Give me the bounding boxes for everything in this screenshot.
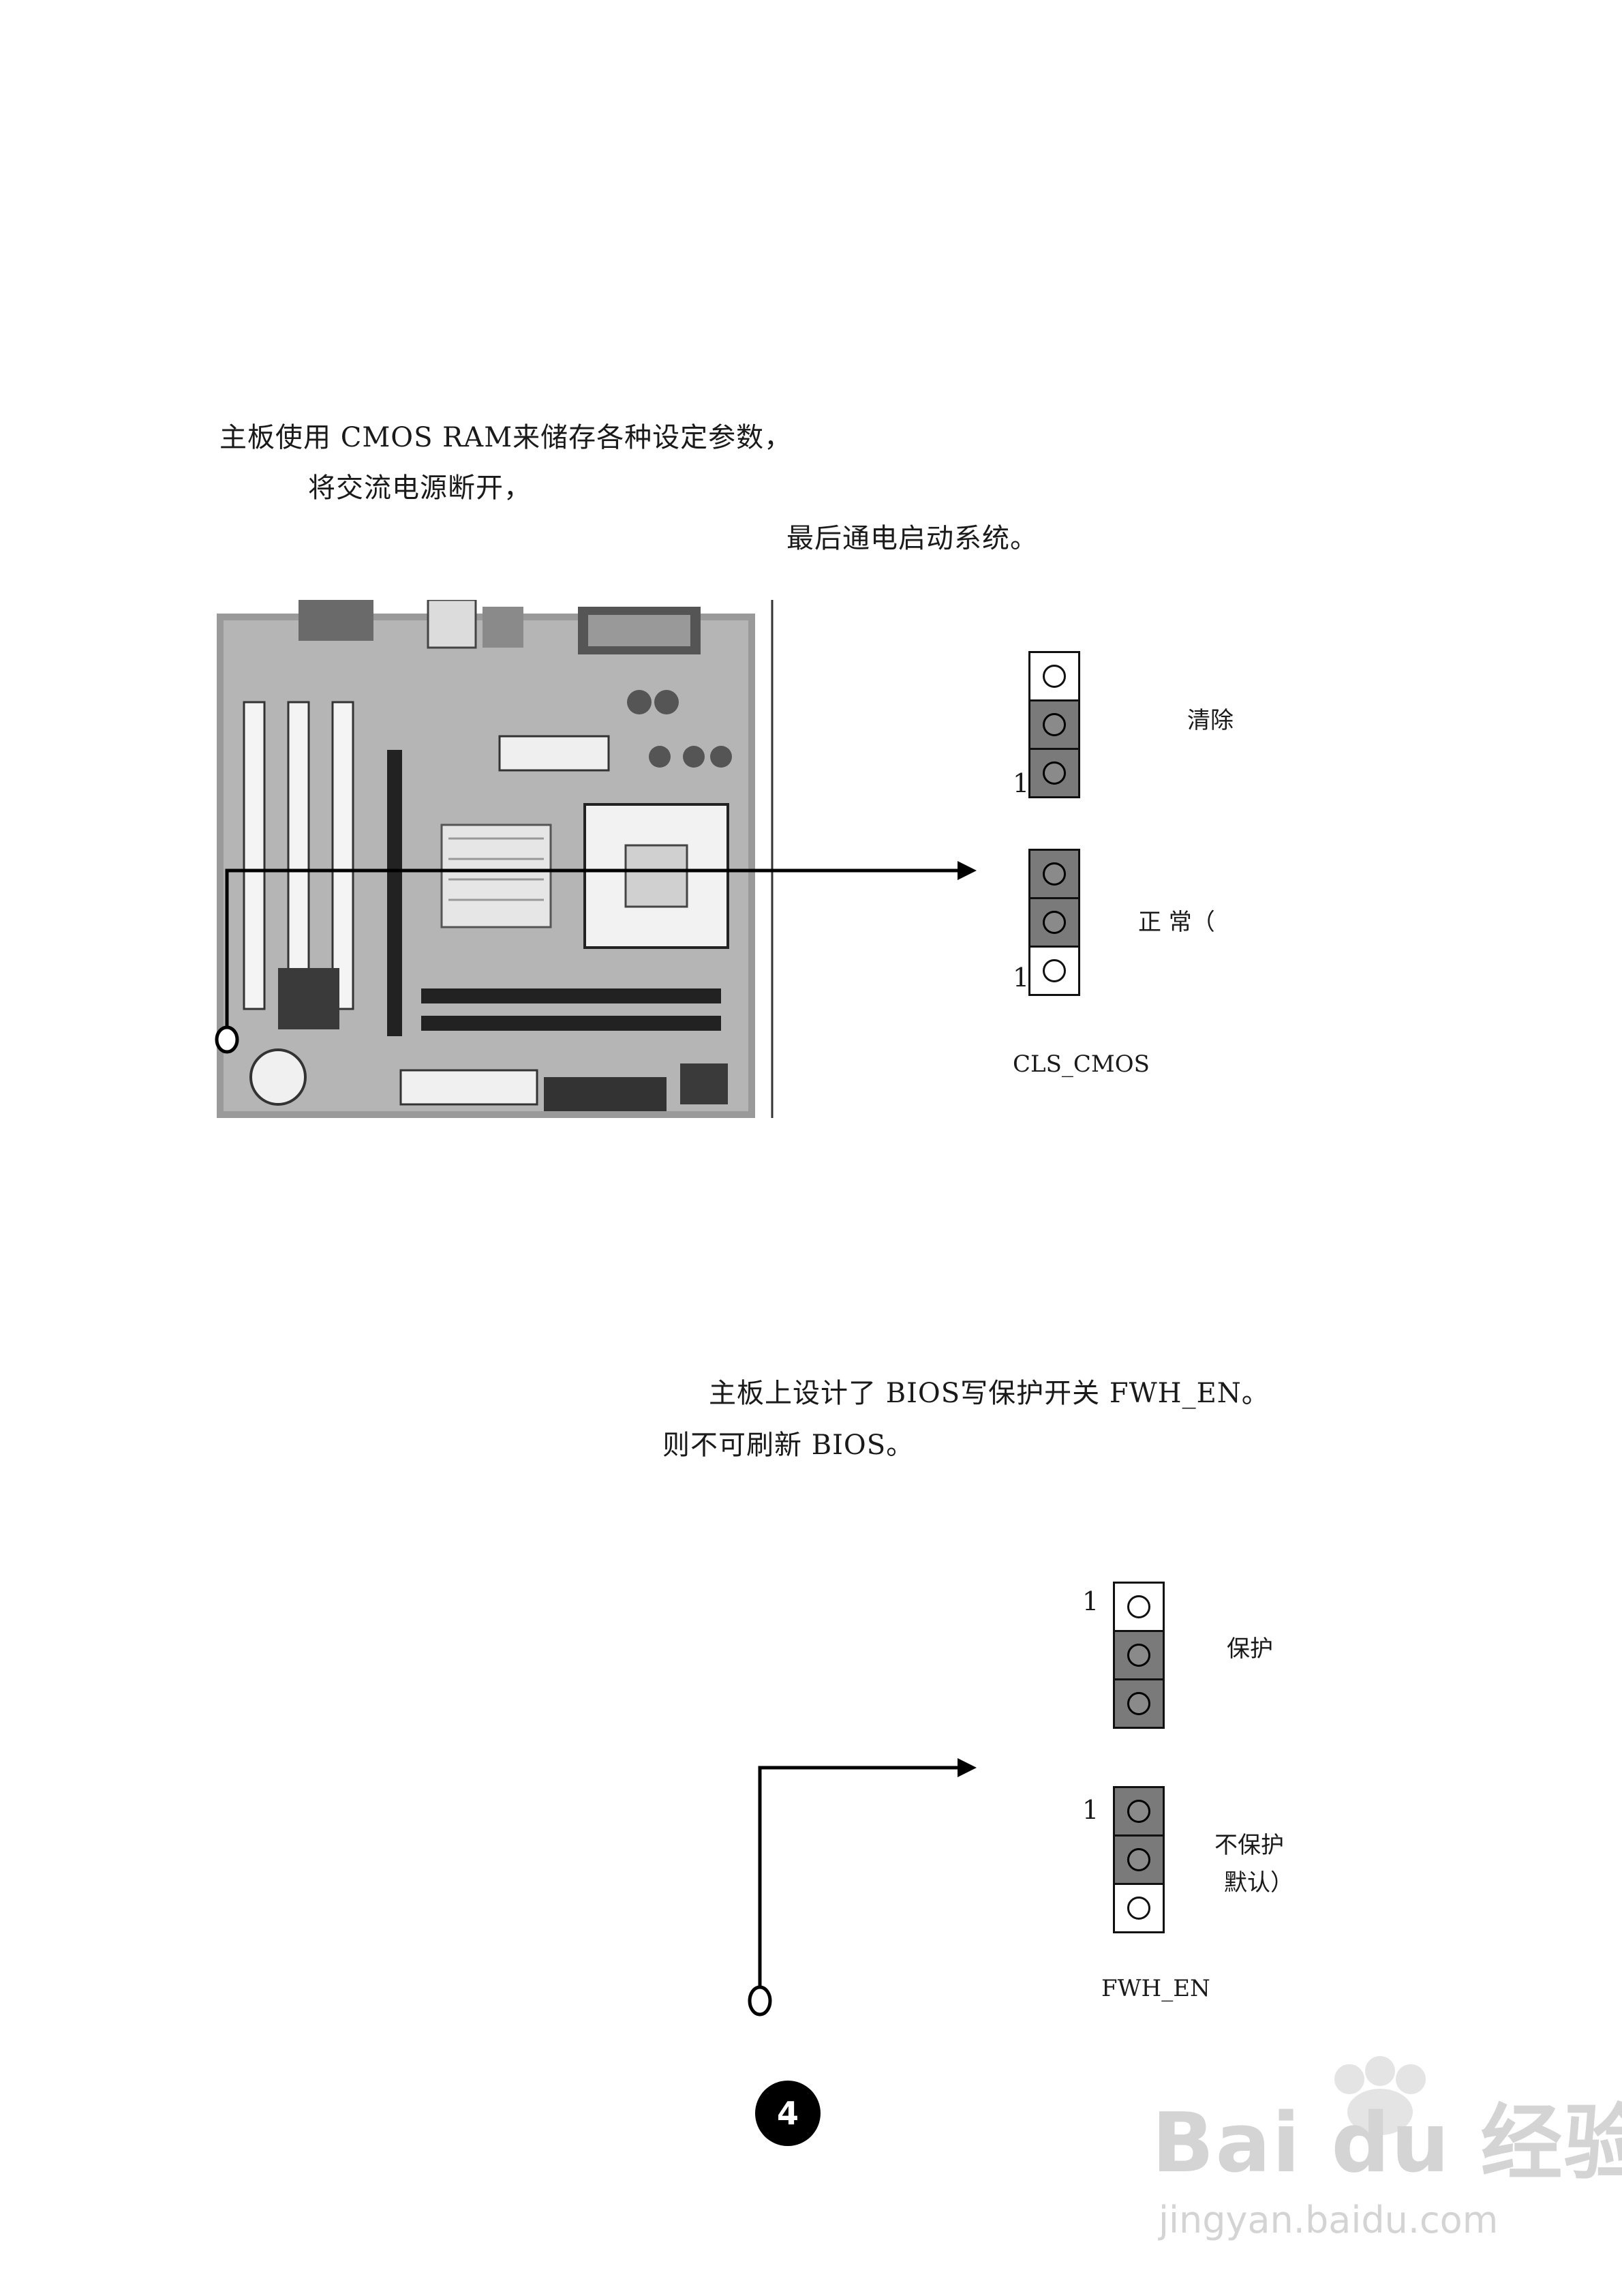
- pin-hole-icon: [1043, 713, 1066, 736]
- jumper-pin: [1028, 849, 1080, 899]
- unprotect-label: 不保护: [1214, 1832, 1284, 1859]
- cmos-jumper-normal: [1028, 849, 1080, 996]
- paw-icon: [1334, 2056, 1426, 2135]
- cmos-intro-line1: 主板使用 CMOS RAM来储存各种设定参数，: [219, 422, 793, 453]
- jumper-pin: [1028, 897, 1080, 948]
- watermark-brand: Bai du 经验: [1152, 2096, 1622, 2191]
- pin-hole-icon: [1043, 911, 1066, 934]
- jumper-pin: [1113, 1630, 1165, 1680]
- pin-hole-icon: [1043, 665, 1066, 688]
- watermark-url: jingyan.baidu.com: [1159, 2199, 1499, 2241]
- cmos-jumper-clear: [1028, 651, 1080, 798]
- clear-label: 清除: [1187, 707, 1234, 734]
- jumper-pin: [1113, 1678, 1165, 1729]
- bios-jumper-name: FWH_EN: [1101, 1975, 1210, 2002]
- bios-jumper-unprotect: [1113, 1786, 1165, 1933]
- pin-hole-icon: [1127, 1848, 1150, 1871]
- pin1-marker: 1: [1013, 768, 1030, 798]
- bios-intro-line2: 则不可刷新 BIOS。: [662, 1430, 915, 1461]
- bios-jumper-protect: [1113, 1582, 1165, 1729]
- motherboard-image: [217, 600, 755, 1118]
- pin-hole-icon: [1127, 1692, 1150, 1715]
- cmos-intro-line3: 最后通电启动系统。: [786, 523, 1038, 554]
- protect-label: 保护: [1227, 1635, 1273, 1663]
- pin-hole-icon: [1127, 1595, 1150, 1618]
- page-number: 4: [755, 2081, 821, 2146]
- pin1-marker: 1: [1082, 1586, 1099, 1616]
- default-label: 默认）: [1224, 1869, 1294, 1897]
- bios-intro-line1: 主板上设计了 BIOS写保护开关 FWH_EN。: [709, 1378, 1270, 1409]
- pin-hole-icon: [1043, 959, 1066, 982]
- pin-hole-icon: [1127, 1644, 1150, 1667]
- pin-hole-icon: [1043, 862, 1066, 886]
- pin-hole-icon: [1127, 1897, 1150, 1920]
- pin-hole-icon: [1127, 1800, 1150, 1823]
- jumper-pin: [1028, 651, 1080, 701]
- jumper-pin: [1028, 699, 1080, 750]
- pin1-marker: 1: [1082, 1795, 1099, 1825]
- jumper-pin: [1113, 1883, 1165, 1933]
- jumper-pin: [1113, 1582, 1165, 1632]
- jumper-pin: [1028, 748, 1080, 798]
- pin-hole-icon: [1043, 761, 1066, 785]
- jumper-pin: [1113, 1834, 1165, 1885]
- cmos-intro-line2: 将交流电源断开，: [308, 472, 532, 504]
- jumper-pin: [1028, 946, 1080, 996]
- pin1-marker: 1: [1013, 963, 1030, 993]
- normal-label: 正 常（: [1138, 909, 1215, 936]
- cmos-jumper-name: CLS_CMOS: [1013, 1051, 1150, 1078]
- jumper-pin: [1113, 1786, 1165, 1837]
